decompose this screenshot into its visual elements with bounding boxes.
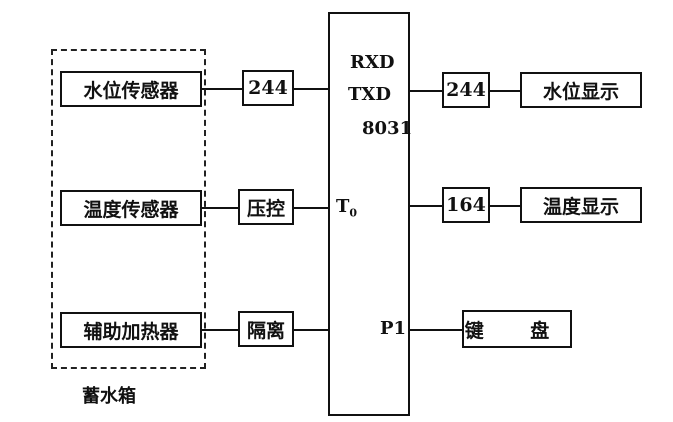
line-temp-sensor-to-voltage-control xyxy=(202,207,238,209)
water-level-sensor-label: 水位传感器 xyxy=(83,79,179,102)
buffer-244-right-block: 244 xyxy=(442,72,490,108)
mcu-8031-block xyxy=(328,12,410,416)
temperature-display-label: 温度显示 xyxy=(542,195,619,218)
mcu-chip-label: 8031 xyxy=(362,118,413,139)
temperature-display-block: 温度显示 xyxy=(520,187,642,223)
temperature-sensor-block: 温度传感器 xyxy=(60,190,202,226)
mcu-t0-label: T0 xyxy=(336,196,358,220)
shift-register-164-block: 164 xyxy=(442,187,490,223)
water-tank-boundary xyxy=(51,49,206,369)
line-mcu-to-164 xyxy=(410,205,442,207)
mcu-txd-label: TXD xyxy=(348,84,391,105)
isolation-block: 隔离 xyxy=(238,311,294,347)
line-voltage-control-to-mcu xyxy=(294,207,328,209)
keyboard-label: 键 盘 xyxy=(464,319,570,342)
auxiliary-heater-label: 辅助加热器 xyxy=(83,320,179,343)
line-164-to-temp-display xyxy=(490,205,520,207)
voltage-control-block: 压控 xyxy=(238,189,294,225)
water-level-display-label: 水位显示 xyxy=(542,80,619,103)
buffer-244-left-block: 244 xyxy=(242,70,294,106)
line-mcu-to-keyboard xyxy=(410,329,462,331)
line-mcu-to-244-right xyxy=(410,90,442,92)
line-244-right-to-water-display xyxy=(490,90,520,92)
buffer-244-left-label: 244 xyxy=(248,77,288,99)
voltage-control-label: 压控 xyxy=(246,197,285,220)
line-isolation-to-mcu xyxy=(294,329,328,331)
water-level-display-block: 水位显示 xyxy=(520,72,642,108)
line-heater-to-isolation xyxy=(202,329,238,331)
keyboard-block: 键 盘 xyxy=(462,310,572,348)
buffer-244-right-label: 244 xyxy=(446,79,486,101)
mcu-t0-subscript: 0 xyxy=(349,206,358,220)
water-level-sensor-block: 水位传感器 xyxy=(60,71,202,107)
shift-register-164-label: 164 xyxy=(446,194,486,216)
mcu-p1-label: P1 xyxy=(380,318,407,339)
water-tank-caption: 蓄水箱 xyxy=(82,386,136,407)
temperature-sensor-label: 温度传感器 xyxy=(83,198,179,221)
line-water-sensor-to-244 xyxy=(202,88,242,90)
isolation-label: 隔离 xyxy=(246,319,285,342)
line-244-to-mcu xyxy=(294,88,328,90)
mcu-rxd-label: RXD xyxy=(350,52,395,73)
auxiliary-heater-block: 辅助加热器 xyxy=(60,312,202,348)
